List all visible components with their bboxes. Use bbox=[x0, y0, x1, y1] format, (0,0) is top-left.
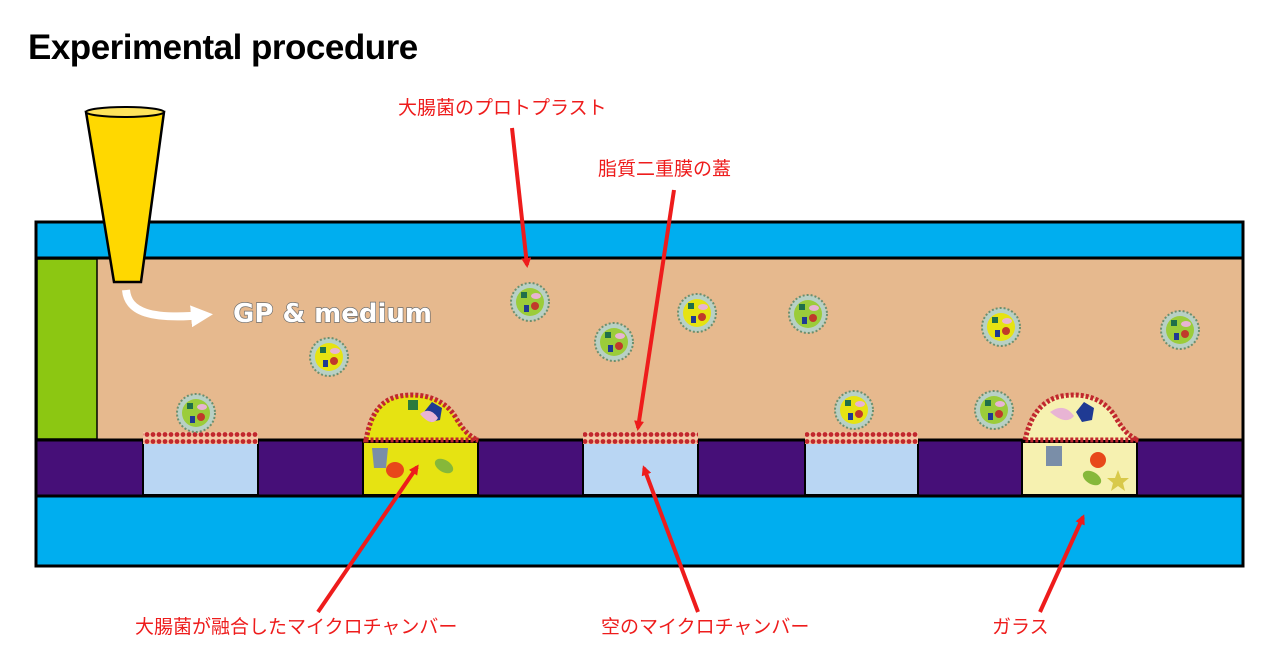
empty-chamber bbox=[142, 441, 259, 496]
protoplast bbox=[176, 393, 216, 433]
annotation-arrow bbox=[641, 465, 700, 613]
annotation-arrow bbox=[634, 189, 676, 431]
bottom-glass bbox=[34, 494, 1245, 568]
flow-arrow bbox=[122, 289, 213, 328]
protoplast bbox=[834, 390, 874, 430]
annotation-arrow bbox=[316, 464, 419, 614]
protoplast bbox=[677, 293, 717, 333]
protoplast bbox=[974, 390, 1014, 430]
empty-chamber bbox=[804, 441, 919, 496]
lipid-lid bbox=[583, 432, 698, 444]
lipid-lid bbox=[805, 432, 918, 444]
spacer bbox=[36, 258, 98, 440]
annotation-arrow bbox=[510, 127, 532, 268]
protoplast bbox=[981, 307, 1021, 347]
fused-protoplast bbox=[363, 392, 480, 478]
protoplast bbox=[1160, 310, 1200, 350]
label-empty-chamber: 空のマイクロチャンバー bbox=[601, 616, 810, 638]
protoplast bbox=[510, 282, 550, 322]
fused-protoplast bbox=[1021, 392, 1140, 491]
label-protoplast: 大腸菌のプロトプラスト bbox=[398, 97, 607, 119]
label-lipid-lid: 脂質二重膜の蓋 bbox=[598, 158, 732, 180]
protoplast bbox=[788, 294, 828, 334]
label-glass: ガラス bbox=[992, 616, 1049, 638]
protoplast bbox=[309, 337, 349, 377]
protoplast-group bbox=[176, 282, 1200, 433]
flow-label: GP & medium bbox=[233, 299, 432, 329]
protoplast bbox=[594, 322, 634, 362]
pipette bbox=[84, 106, 166, 284]
top-glass bbox=[34, 220, 1245, 260]
annotation-arrow bbox=[1038, 514, 1085, 613]
fused-chamber bbox=[1021, 441, 1138, 496]
label-fused-chamber: 大腸菌が融合したマイクロチャンバー bbox=[135, 616, 458, 638]
empty-chamber bbox=[582, 441, 699, 496]
lipid-lid bbox=[143, 432, 258, 444]
page-title: Experimental procedure bbox=[28, 28, 418, 67]
